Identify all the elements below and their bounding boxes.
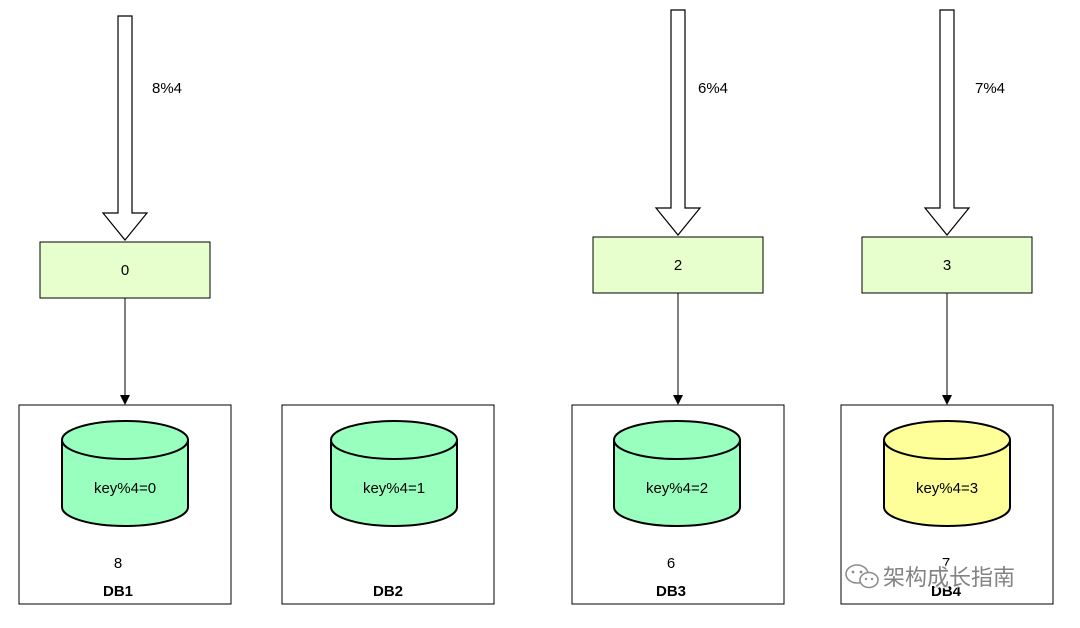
database-cylinder-3 xyxy=(613,420,741,527)
arrow-label-3: 6%4 xyxy=(698,80,728,97)
slot-box-1 xyxy=(39,241,211,299)
watermark: 架构成长指南 架构成长指南 xyxy=(845,564,1017,593)
db-stored-value-1: 8 xyxy=(114,555,122,572)
slot-value-1: 0 xyxy=(121,262,129,279)
hollow-arrow-3 xyxy=(654,9,702,236)
database-cylinder-2 xyxy=(330,420,458,527)
db-stored-value-4: 7 xyxy=(942,555,950,572)
db-rule-2: key%4=1 xyxy=(363,480,425,497)
hollow-arrow-1 xyxy=(101,15,149,241)
watermark-text: 架构成长指南 xyxy=(883,566,1015,591)
watermark-text-fill: 架构成长指南 xyxy=(883,566,1015,591)
arrow-label-4: 7%4 xyxy=(975,80,1005,97)
db-name-2: DB2 xyxy=(373,583,403,600)
arrow-label-1: 8%4 xyxy=(152,80,182,97)
database-cylinder-1 xyxy=(61,420,189,527)
database-cylinder-4 xyxy=(883,420,1011,527)
hollow-arrow-4 xyxy=(923,9,971,236)
db-rule-3: key%4=2 xyxy=(646,480,708,497)
db-name-1: DB1 xyxy=(103,583,133,600)
slot-value-4: 3 xyxy=(943,257,951,274)
slot-box-3 xyxy=(592,236,764,294)
db-name-3: DB3 xyxy=(656,583,686,600)
slot-value-3: 2 xyxy=(674,257,682,274)
slot-box-4 xyxy=(861,236,1033,294)
db-stored-value-3: 6 xyxy=(667,555,675,572)
db-name-4: DB4 xyxy=(931,583,962,600)
wechat-icon xyxy=(845,564,879,589)
db-rule-1: key%4=0 xyxy=(94,480,156,497)
db-rule-4: key%4=3 xyxy=(916,480,978,497)
